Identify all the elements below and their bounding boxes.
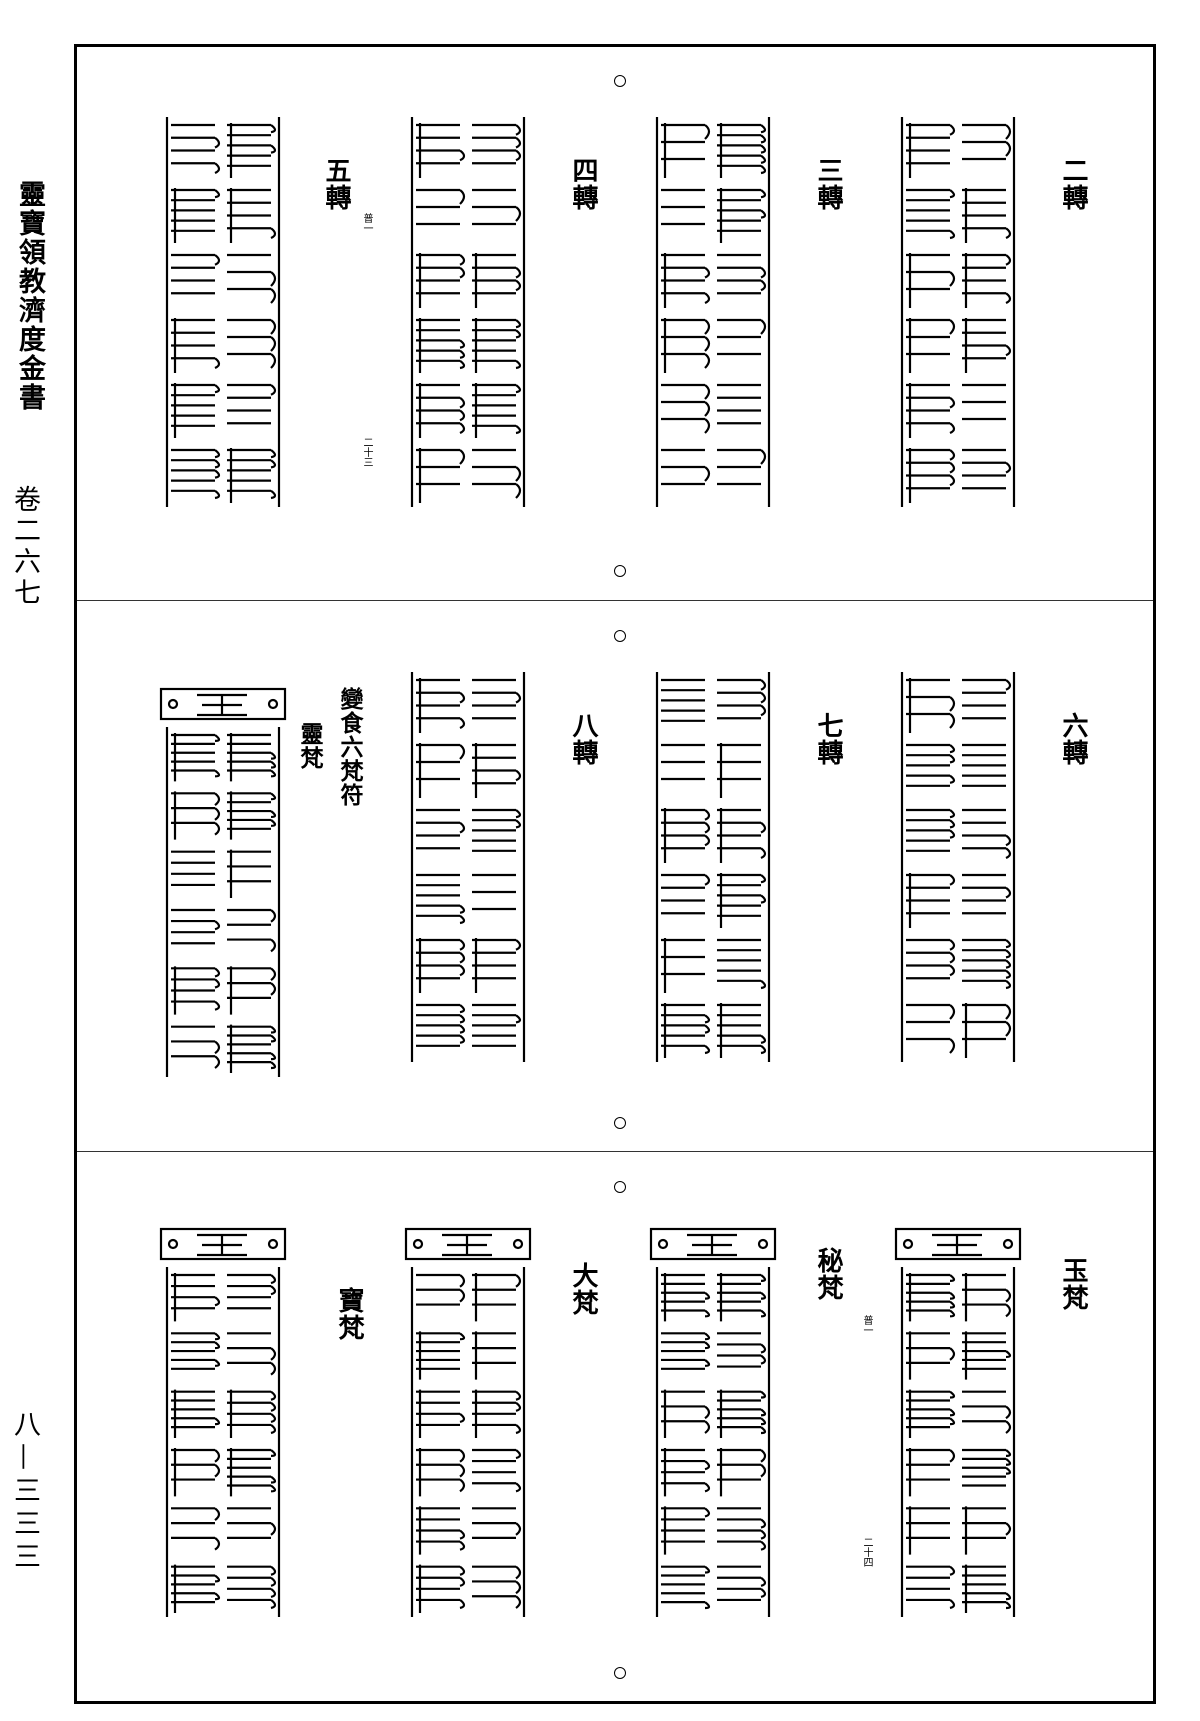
talisman-label: 二轉 xyxy=(1058,157,1088,211)
talisman-label: 七轉 xyxy=(813,712,843,766)
talisman xyxy=(647,1227,779,1627)
volume-number: 卷二六七 xyxy=(9,485,40,609)
talisman-label: 秘梵 xyxy=(813,1247,843,1301)
talisman-glyphs xyxy=(900,672,1016,1062)
talisman xyxy=(402,117,534,517)
talisman-label: 大梵 xyxy=(568,1262,598,1316)
circle-mark xyxy=(614,1117,626,1129)
circle-mark xyxy=(614,565,626,577)
note: 普一 xyxy=(361,213,372,233)
row-divider xyxy=(77,600,1153,601)
talisman-glyphs xyxy=(159,1227,287,1617)
talisman-label: 六轉 xyxy=(1058,712,1088,766)
talisman xyxy=(157,1227,289,1627)
talisman xyxy=(157,117,289,517)
row-divider xyxy=(77,1151,1153,1152)
talisman-glyphs xyxy=(900,117,1016,507)
talisman-glyphs xyxy=(410,117,526,507)
circle-mark xyxy=(614,630,626,642)
talisman-label: 三轉 xyxy=(813,157,843,211)
talisman-label: 寶梵 xyxy=(334,1287,364,1341)
talisman-label: 八轉 xyxy=(568,712,598,766)
page-note: 二十四 xyxy=(861,1537,872,1567)
talisman xyxy=(892,1227,1024,1627)
talisman xyxy=(402,672,534,1072)
talisman-glyphs xyxy=(649,1227,777,1617)
talisman-glyphs xyxy=(159,687,287,1077)
talisman xyxy=(892,672,1024,1072)
book-title: 靈寶領教濟度金書 xyxy=(14,180,45,412)
circle-mark xyxy=(614,75,626,87)
page-number: 八—三三三 xyxy=(9,1410,40,1575)
talisman-glyphs xyxy=(894,1227,1022,1617)
talisman xyxy=(157,687,289,1087)
page-note: 二十三 xyxy=(361,437,372,467)
talisman-label: 四轉 xyxy=(568,157,598,211)
section-heading: 變食六梵符 xyxy=(336,687,363,807)
talisman xyxy=(647,672,779,1072)
note: 普一 xyxy=(861,1315,872,1335)
talisman-glyphs xyxy=(655,117,771,507)
page-frame: 二轉 三轉 四轉 五轉 普一 二十三 六轉 七轉 八轉 變食六梵符 靈梵 玉梵 … xyxy=(74,44,1156,1704)
talisman-glyphs xyxy=(404,1227,532,1617)
talisman-label: 五轉 xyxy=(321,157,351,211)
talisman xyxy=(402,1227,534,1627)
talisman-glyphs xyxy=(410,672,526,1062)
talisman-glyphs xyxy=(655,672,771,1062)
talisman-glyphs xyxy=(165,117,281,507)
circle-mark xyxy=(614,1667,626,1679)
talisman-label: 玉梵 xyxy=(1058,1257,1088,1311)
circle-mark xyxy=(614,1181,626,1193)
talisman xyxy=(892,117,1024,517)
talisman xyxy=(647,117,779,517)
talisman-label: 靈梵 xyxy=(296,722,323,770)
